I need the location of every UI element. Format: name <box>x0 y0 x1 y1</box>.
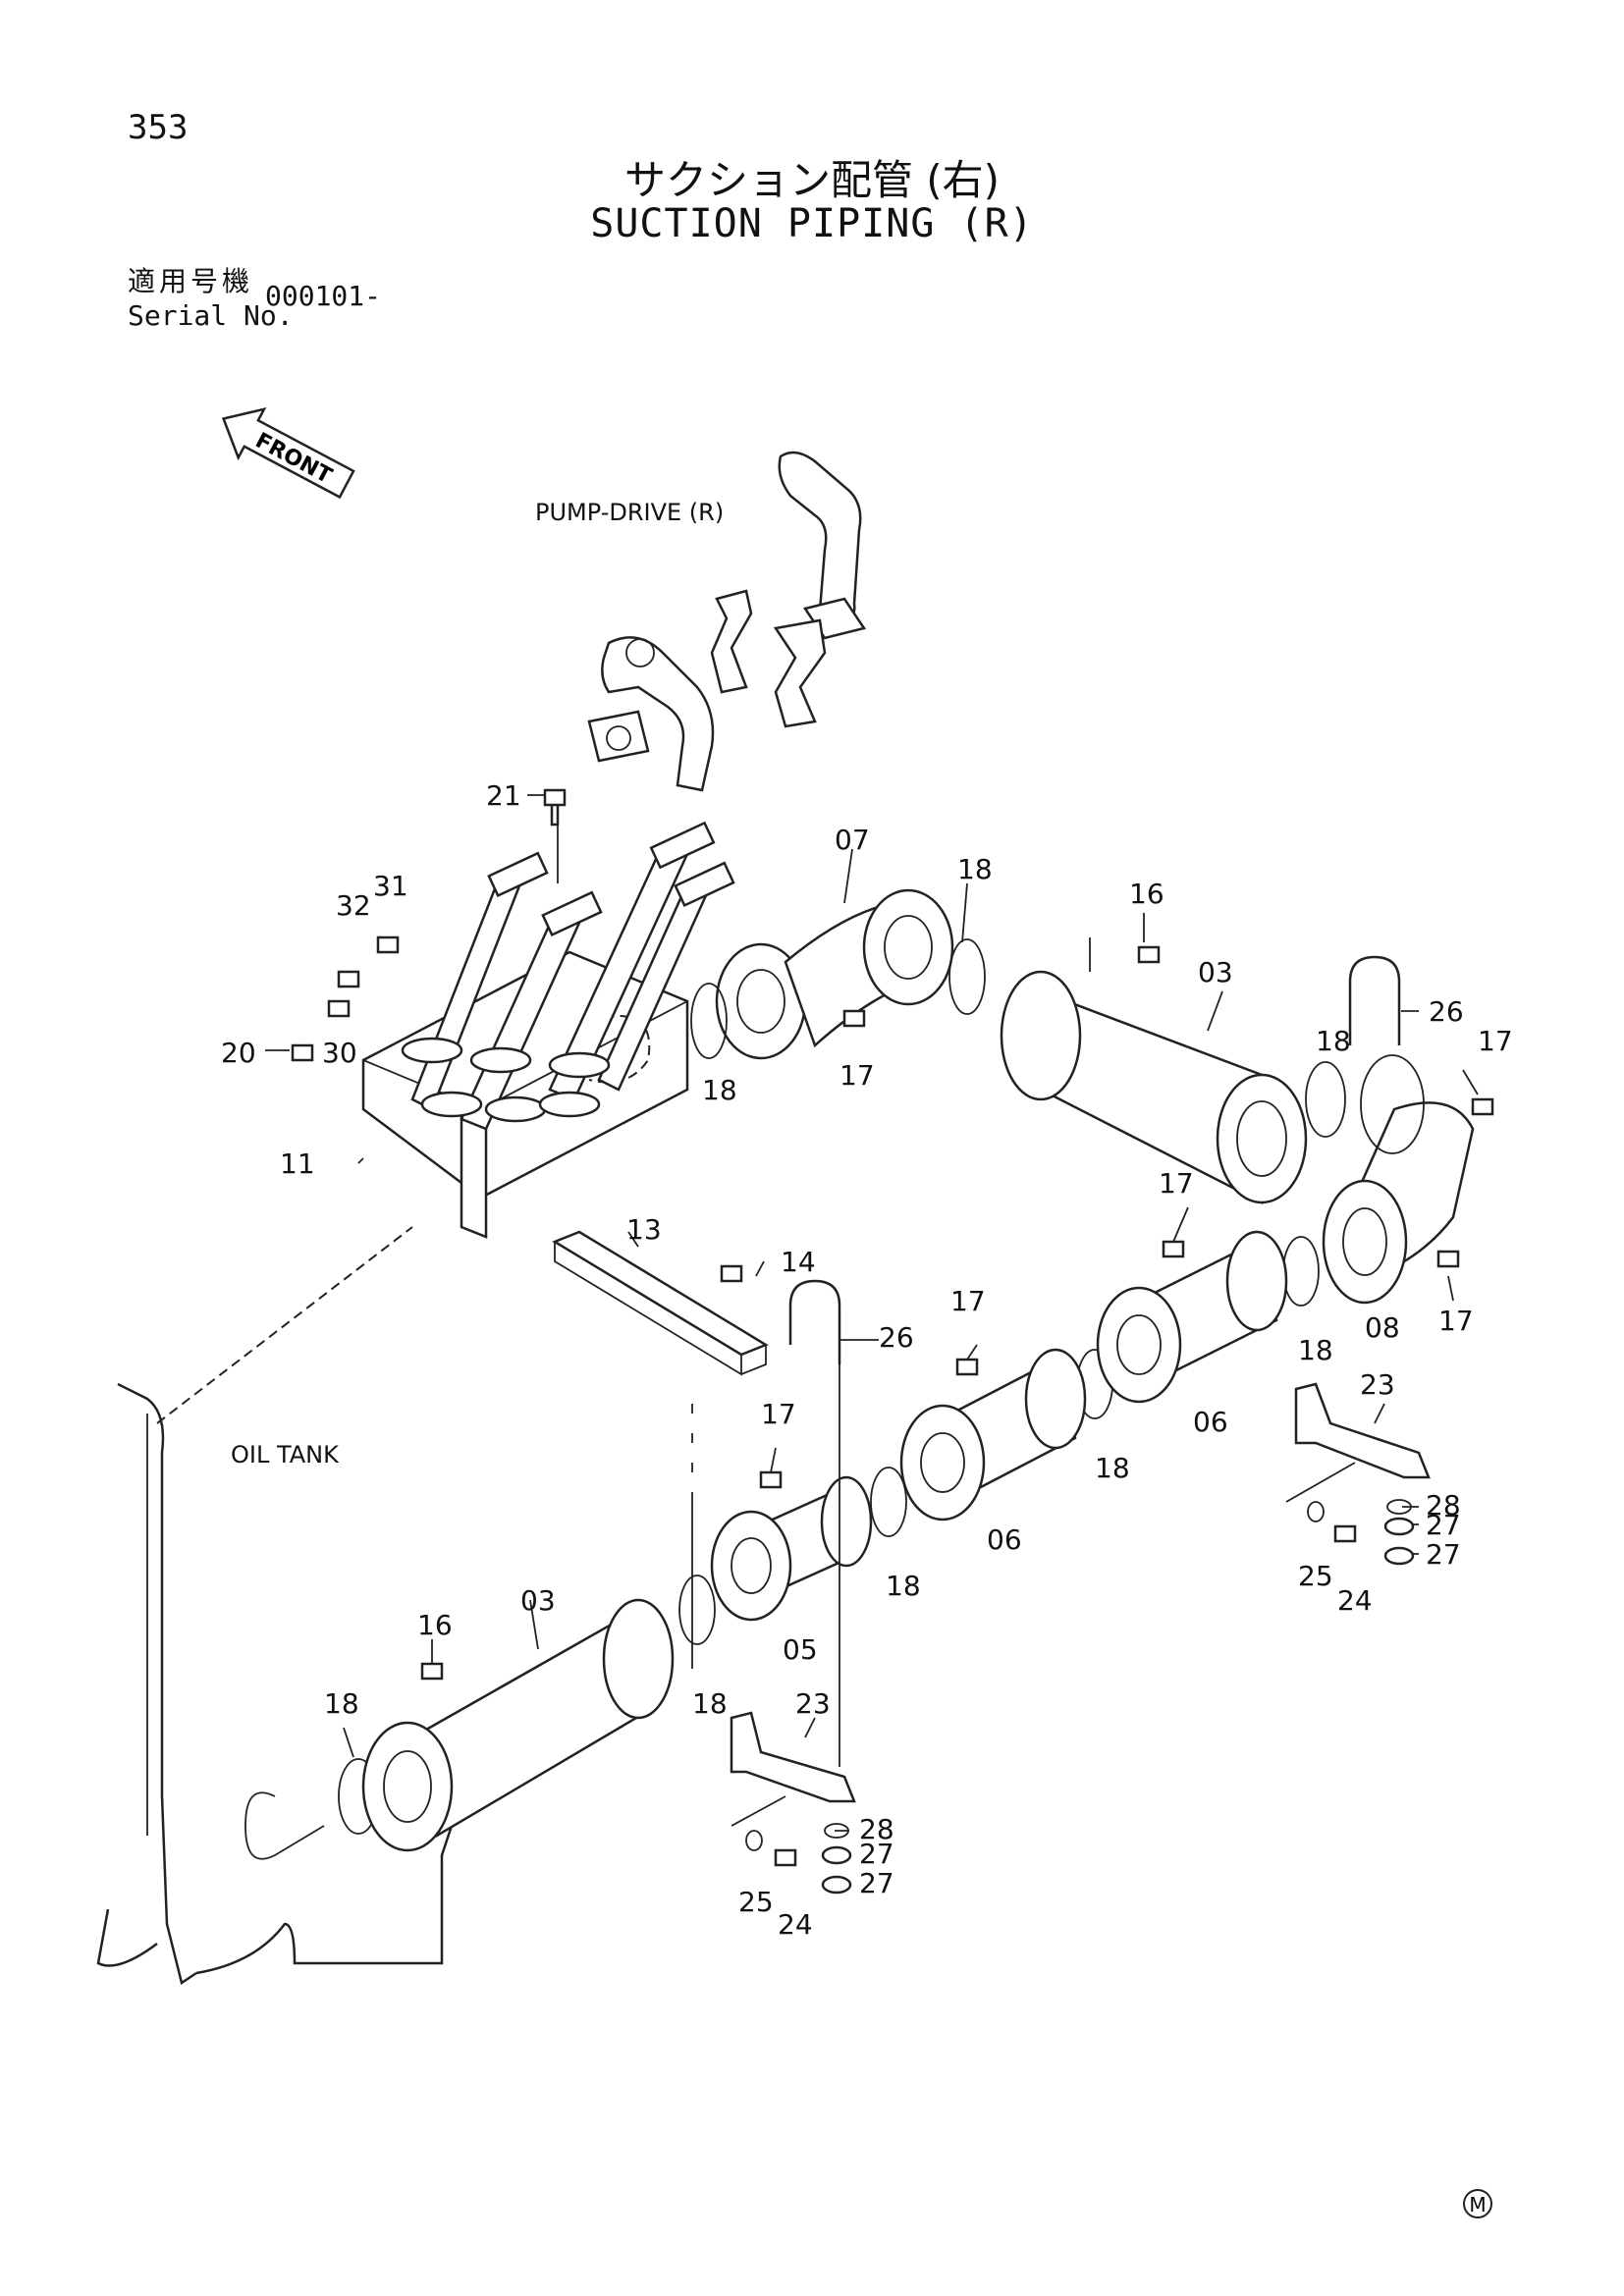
label-17-right-bottom: 17 <box>1438 1305 1474 1337</box>
label-24-upper: 24 <box>1337 1584 1373 1617</box>
front-arrow: FRONT <box>221 406 355 500</box>
title-japanese: サクション配管 (右) <box>623 156 1001 204</box>
pump-drive-label: PUMP-DRIVE (R) <box>535 499 724 526</box>
straight-pipe-03-lower <box>361 1598 675 1852</box>
label-05: 05 <box>783 1633 818 1666</box>
label-17-pipe05: 17 <box>761 1398 796 1430</box>
label-08: 08 <box>1365 1311 1400 1344</box>
label-26-lower: 26 <box>879 1321 914 1354</box>
pipe-06-upper <box>1096 1230 1288 1404</box>
label-30: 30 <box>322 1037 357 1069</box>
label-07: 07 <box>835 824 870 856</box>
label-18-c: 18 <box>1316 1025 1351 1057</box>
label-18-a: 18 <box>702 1074 737 1106</box>
label-21: 21 <box>486 779 521 812</box>
label-20: 20 <box>221 1037 256 1069</box>
manifold-pipes <box>401 821 735 1131</box>
serial-number-value: 000101- <box>265 280 382 312</box>
bolt-icons <box>291 788 1494 1867</box>
label-03-lower: 03 <box>520 1584 556 1617</box>
pipe-05 <box>710 1475 873 1622</box>
label-27-lower-a: 27 <box>859 1838 894 1870</box>
label-25-lower: 25 <box>738 1886 774 1918</box>
title-english: SUCTION PIPING (R) <box>590 201 1034 246</box>
label-28-lower: 28 <box>859 1813 894 1845</box>
label-18-e: 18 <box>1095 1452 1130 1484</box>
u-bolt-lower <box>788 1279 841 1767</box>
support-bracket-lower <box>730 1711 856 1803</box>
label-06-lower: 06 <box>987 1523 1022 1556</box>
label-14: 14 <box>781 1246 816 1278</box>
label-18-g: 18 <box>692 1687 728 1720</box>
label-27-lower-b: 27 <box>859 1867 894 1899</box>
label-18-f: 18 <box>886 1570 921 1602</box>
oil-tank-outline <box>96 1226 693 1986</box>
label-03-upper: 03 <box>1198 956 1233 988</box>
label-24-lower: 24 <box>778 1908 813 1941</box>
oil-tank-label: OIL TANK <box>231 1441 340 1468</box>
pump-drive-pipes <box>587 451 867 792</box>
label-25-upper: 25 <box>1298 1560 1333 1592</box>
straight-pipe-03-upper <box>1000 970 1308 1205</box>
page-number: 353 <box>128 108 189 147</box>
label-28-upper: 28 <box>1426 1489 1461 1522</box>
part-labels: 03 03 05 06 06 07 08 11 13 14 16 16 17 1… <box>221 779 1513 1941</box>
label-16-lower: 16 <box>417 1609 453 1641</box>
label-11: 11 <box>280 1148 315 1180</box>
label-27-upper-a: 27 <box>1426 1509 1461 1541</box>
bracket-plate <box>552 1230 769 1376</box>
label-23-lower: 23 <box>795 1687 831 1720</box>
label-06-upper: 06 <box>1193 1406 1228 1438</box>
label-13: 13 <box>626 1213 662 1246</box>
label-16-upper: 16 <box>1129 878 1164 910</box>
label-18-d: 18 <box>1298 1334 1333 1366</box>
serial-label-english: Serial No. <box>128 299 294 332</box>
label-17-right-top: 17 <box>1478 1025 1513 1057</box>
support-bracket-upper <box>1294 1382 1431 1479</box>
serial-label-japanese: 適用号機 <box>128 265 254 297</box>
label-32: 32 <box>336 889 371 922</box>
label-27-upper-b: 27 <box>1426 1538 1461 1571</box>
pipe-06-lower <box>899 1348 1087 1522</box>
washers-and-nuts <box>745 1499 1415 1895</box>
u-bolt-upper <box>1348 955 1401 1045</box>
manufacturer-mark-letter: M <box>1469 2193 1486 2216</box>
label-31: 31 <box>373 870 408 902</box>
label-23-upper: 23 <box>1360 1368 1395 1401</box>
elbow-pipe-07 <box>715 888 954 1060</box>
manufacturer-mark: M <box>1463 2189 1492 2218</box>
label-18-h: 18 <box>324 1687 359 1720</box>
label-17-elbow: 17 <box>839 1059 875 1092</box>
label-17-pipe06: 17 <box>950 1285 986 1317</box>
label-26-upper: 26 <box>1429 995 1464 1028</box>
label-18-b: 18 <box>957 853 993 885</box>
elbow-pipe-08 <box>1322 1054 1475 1305</box>
label-17-mid: 17 <box>1159 1167 1194 1200</box>
